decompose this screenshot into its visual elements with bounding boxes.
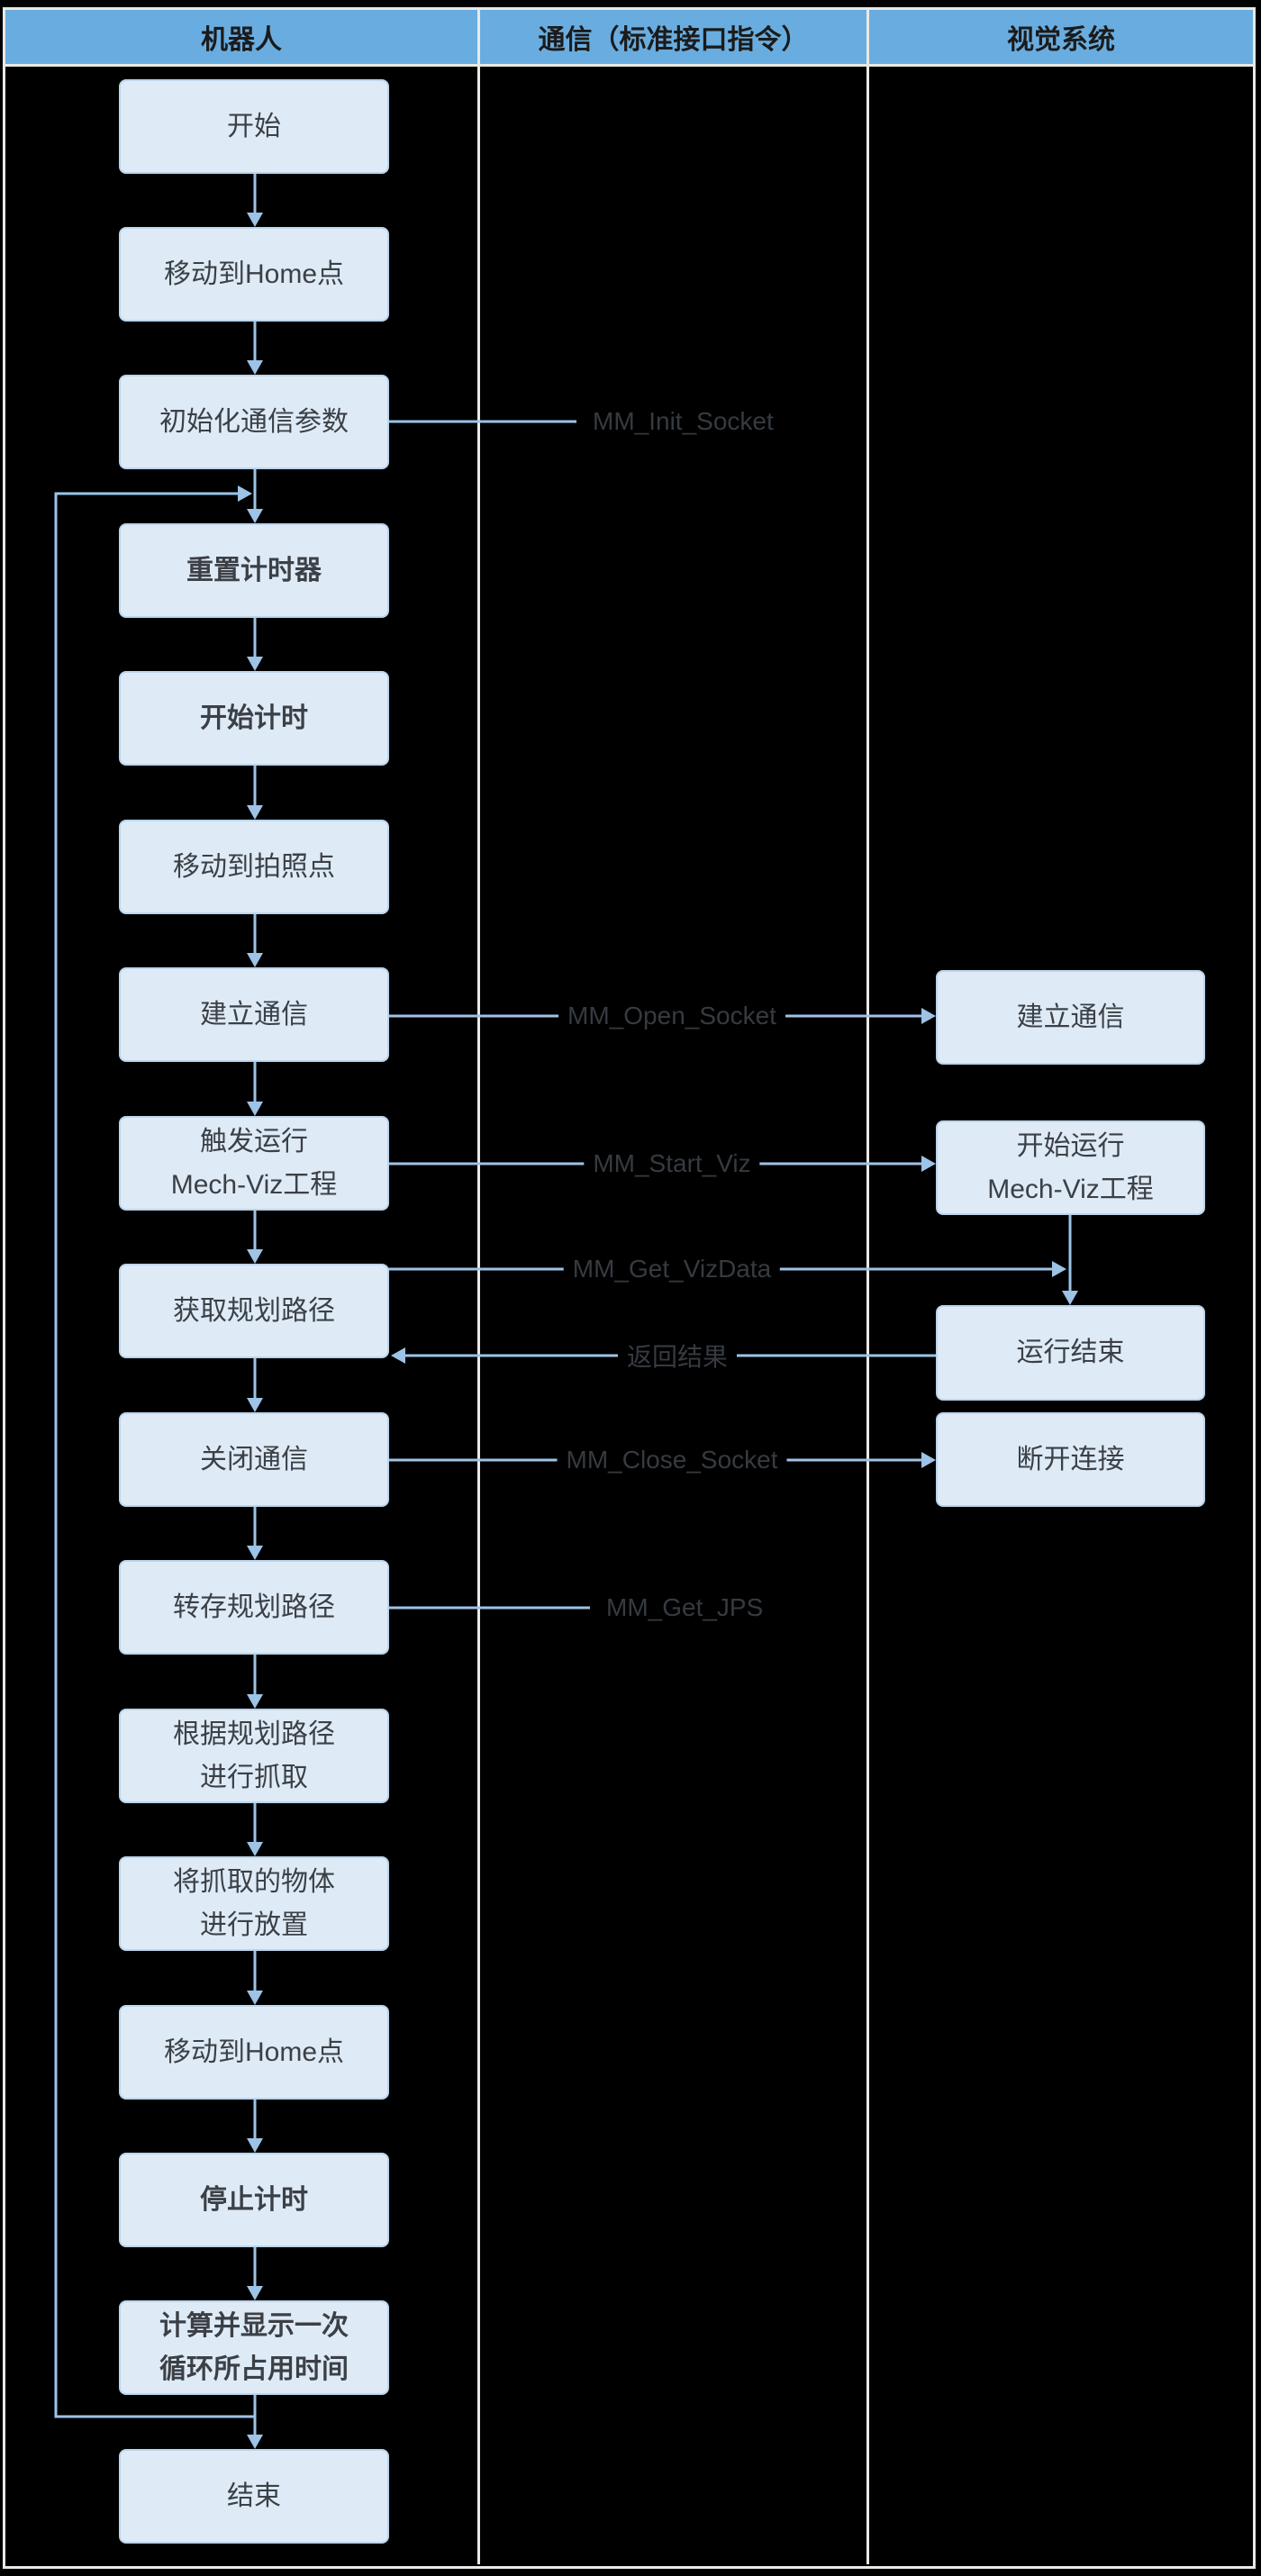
message-return-result: 返回结果 xyxy=(617,1338,738,1374)
header-bar xyxy=(5,10,1253,64)
arrowheads xyxy=(238,213,1078,2449)
loop-back-line xyxy=(54,492,255,2418)
node-end: 结束 xyxy=(119,2449,389,2544)
outer-border xyxy=(3,7,1256,2569)
node-stop-timer: 停止计时 xyxy=(119,2153,389,2247)
node-pick-by-path: 根据规划路径进行抓取 xyxy=(119,1709,389,1803)
message-mm-get-jps: MM_Get_JPS xyxy=(597,1593,773,1622)
node-close-comm: 关闭通信 xyxy=(119,1412,389,1507)
node-get-planned-path: 获取规划路径 xyxy=(119,1264,389,1358)
node-run-finished: 运行结束 xyxy=(936,1305,1205,1401)
node-move-home-2: 移动到Home点 xyxy=(119,2005,389,2100)
node-calc-cycle-time: 计算并显示一次循环所占用时间 xyxy=(119,2300,389,2395)
node-init-comm-params: 初始化通信参数 xyxy=(119,375,389,469)
message-mm-start-viz: MM_Start_Viz xyxy=(584,1149,760,1178)
node-start: 开始 xyxy=(119,79,389,174)
message-mm-close-socket: MM_Close_Socket xyxy=(557,1446,787,1474)
lane-divider-1 xyxy=(477,10,480,2564)
node-move-photo-point: 移动到拍照点 xyxy=(119,820,389,914)
node-reset-timer: 重置计时器 xyxy=(119,523,389,618)
lane-header-comm: 通信（标准接口指令） xyxy=(538,25,809,55)
node-save-planned-path: 转存规划路径 xyxy=(119,1560,389,1655)
node-establish-comm-robot: 建立通信 xyxy=(119,967,389,1062)
node-establish-comm-vision: 建立通信 xyxy=(936,970,1205,1065)
message-mm-init-socket: MM_Init_Socket xyxy=(584,407,783,436)
lane-divider-2 xyxy=(866,10,869,2564)
lane-header-vision: 视觉系统 xyxy=(1007,25,1115,55)
message-mm-open-socket: MM_Open_Socket xyxy=(558,1002,785,1030)
node-disconnect: 断开连接 xyxy=(936,1412,1205,1507)
lane-header-robot: 机器人 xyxy=(201,25,282,55)
header-underline xyxy=(3,64,1256,67)
node-start-timer: 开始计时 xyxy=(119,671,389,766)
node-move-home-1: 移动到Home点 xyxy=(119,227,389,322)
node-place-object: 将抓取的物体进行放置 xyxy=(119,1856,389,1951)
message-mm-get-vizdata: MM_Get_VizData xyxy=(563,1255,781,1283)
